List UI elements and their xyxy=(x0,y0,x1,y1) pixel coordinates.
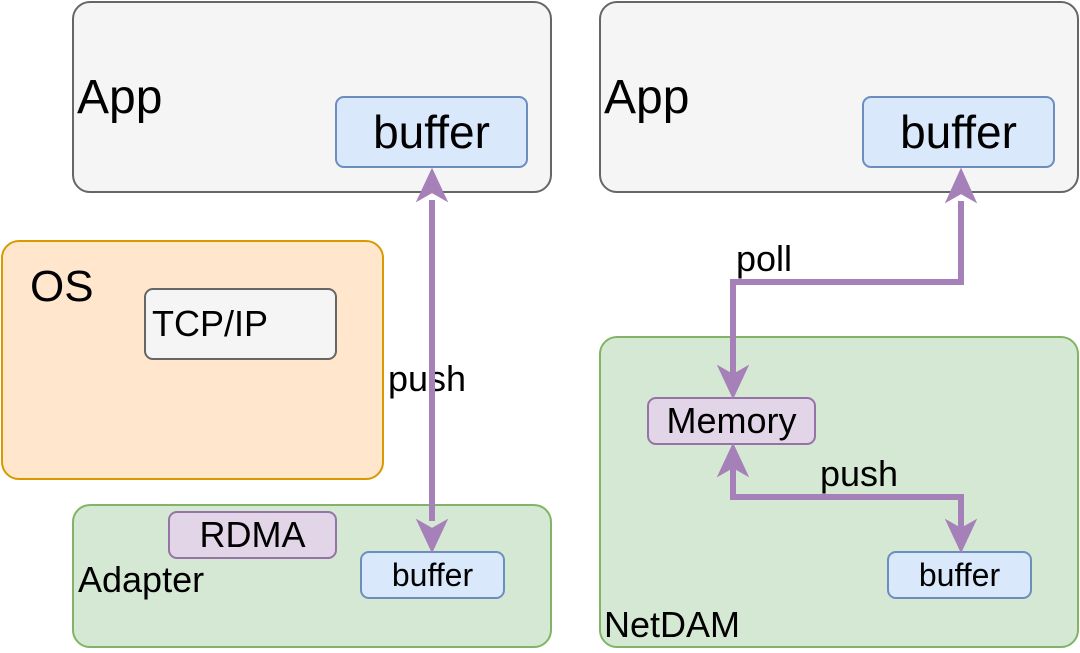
right-push-label: push xyxy=(820,453,899,494)
left-arrowhead-down xyxy=(415,518,449,554)
memory-box: Memory xyxy=(647,397,816,445)
adapter-buffer: buffer xyxy=(360,551,505,599)
push-arrowhead-up xyxy=(716,442,750,478)
adapter-label: Adapter xyxy=(78,559,205,600)
right-app-buffer: buffer xyxy=(862,96,1055,168)
poll-label: poll xyxy=(736,238,793,279)
netdam-buffer: buffer xyxy=(887,551,1032,599)
poll-arrowhead-down xyxy=(716,364,750,400)
left-push-label: push xyxy=(388,358,467,399)
rdma-box: RDMA xyxy=(168,511,337,559)
right-app-label: App xyxy=(604,71,690,124)
left-app-label: App xyxy=(77,71,163,124)
push-arrowhead-down xyxy=(944,518,978,554)
netdam-label: NetDAM xyxy=(604,604,741,645)
left-app-buffer: buffer xyxy=(335,96,528,168)
poll-arrowhead-up xyxy=(944,167,978,204)
os-label: OS xyxy=(30,262,94,311)
os-container xyxy=(1,240,384,480)
right-push-edge xyxy=(730,467,964,529)
poll-edge xyxy=(730,201,964,375)
left-arrowhead-up xyxy=(415,167,449,203)
tcpip-box: TCP/IP xyxy=(144,288,337,360)
